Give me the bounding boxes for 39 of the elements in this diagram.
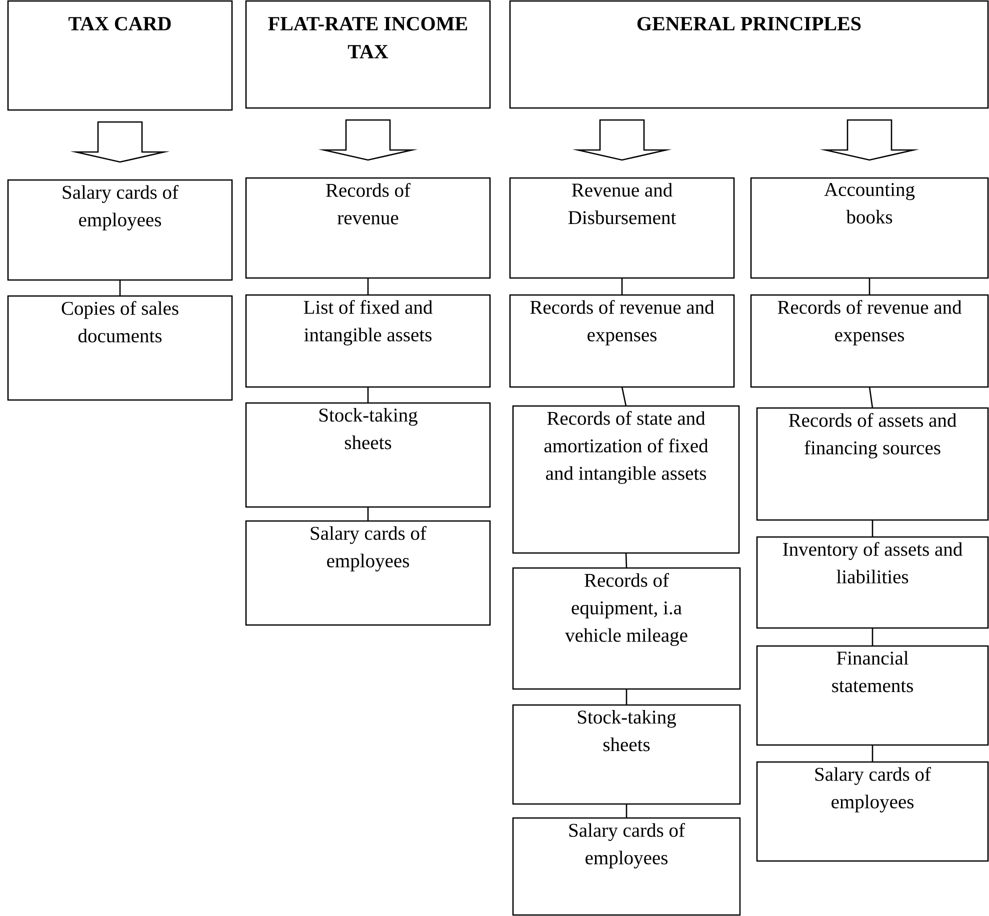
document-box: Salary cards of employees — [756, 761, 989, 862]
connector-line — [119, 280, 121, 296]
connector-line — [626, 689, 628, 705]
document-box: List of fixed and intangible assets — [245, 294, 491, 388]
connector-line — [626, 804, 628, 818]
heading-box: TAX CARD — [7, 0, 233, 111]
connector-line — [367, 507, 369, 521]
connector-line — [872, 628, 874, 646]
document-box: Stock-taking sheets — [245, 402, 491, 508]
document-box: Financial statements — [756, 645, 989, 746]
document-box: Copies of sales documents — [7, 295, 233, 401]
document-box: Records of revenue — [245, 177, 491, 279]
document-box: Records of state and amortization of fixed and intangible assets — [512, 405, 740, 554]
connector-line — [625, 552, 628, 568]
block-arrow — [820, 119, 920, 161]
document-box: Salary cards of employees — [7, 179, 233, 281]
document-box: Records of assets and financing sources — [756, 407, 989, 521]
document-box: Inventory of assets and liabilities — [756, 536, 989, 629]
document-box: Revenue and Disbursement — [509, 177, 735, 279]
document-box: Salary cards of employees — [512, 817, 741, 916]
heading-box: GENERAL PRINCIPLES — [509, 0, 989, 109]
heading-box: FLAT-RATE INCOME TAX — [245, 0, 491, 109]
connector-line — [621, 278, 623, 295]
block-arrow — [318, 119, 418, 161]
block-arrow — [70, 121, 170, 163]
document-box: Records of revenue and expenses — [509, 294, 735, 388]
document-box: Salary cards of employees — [245, 520, 491, 626]
connector-line — [367, 387, 369, 403]
document-box: Records of revenue and expenses — [750, 294, 989, 388]
block-arrow — [572, 119, 672, 161]
connector-line — [868, 386, 874, 408]
connector-line — [621, 386, 627, 406]
document-box: Records of equipment, i.a vehicle mileage — [512, 567, 741, 690]
connector-line — [367, 278, 369, 295]
document-box: Stock-taking sheets — [512, 704, 741, 805]
connector-line — [868, 278, 870, 295]
connector-line — [872, 520, 874, 537]
document-box: Accounting books — [750, 177, 989, 279]
connector-line — [872, 745, 874, 762]
